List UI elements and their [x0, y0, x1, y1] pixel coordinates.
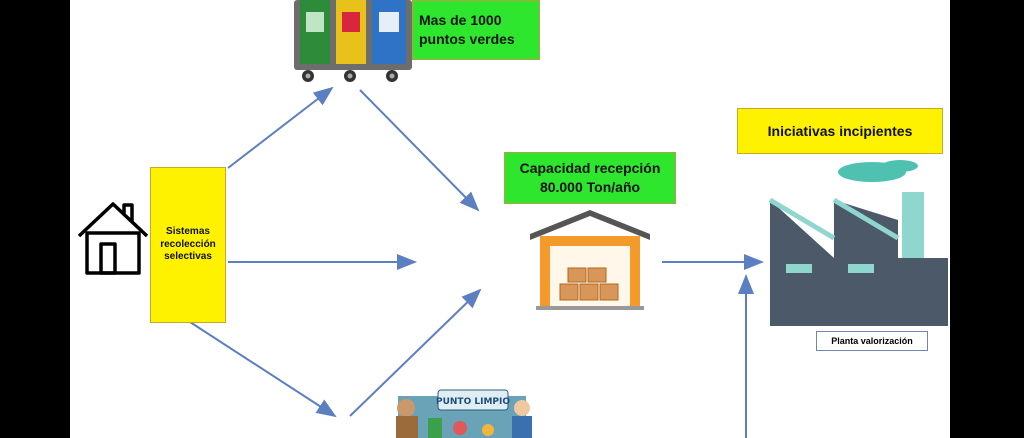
sistemas-recoleccion-box: Sistemas recolección selectivas — [150, 167, 226, 323]
capacidad-recepcion-box: Capacidad recepción 80.000 Ton/año — [504, 152, 676, 204]
planta-valorizacion-label: Planta valorización — [816, 331, 928, 351]
arrow-sistemas-to-punto-limpio — [189, 321, 337, 418]
arrow-sistemas-to-bins — [227, 86, 334, 169]
warehouse-icon — [530, 210, 650, 310]
arrow-bins-to-center — [359, 89, 480, 212]
puntos-verdes-box: Mas de 1000 puntos verdes — [412, 0, 540, 60]
factory-icon — [768, 160, 948, 326]
slide: Sistemas recolección selectivas Mas de 1… — [70, 0, 950, 438]
recycling-bins-icon — [294, 0, 412, 82]
punto-limpio-icon: PUNTO LIMPIO — [396, 389, 532, 438]
flow-arrows — [189, 86, 764, 438]
iniciativas-incipientes-box: Iniciativas incipientes — [737, 108, 943, 154]
punto-limpio-sign: PUNTO LIMPIO — [436, 397, 510, 407]
house-icon — [77, 202, 149, 275]
arrow-punto-limpio-to-center — [349, 288, 482, 417]
